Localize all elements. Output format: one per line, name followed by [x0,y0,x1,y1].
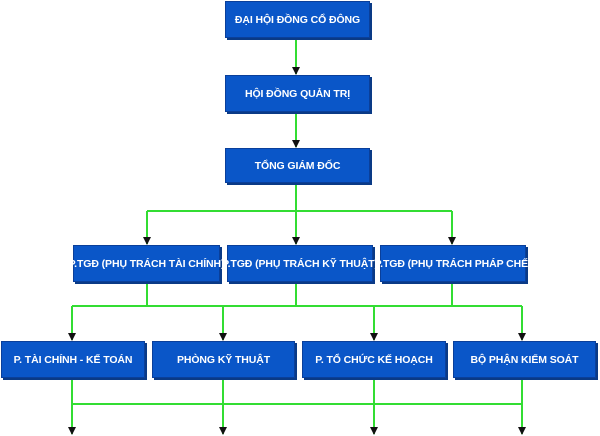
node-board: HỘI ĐỒNG QUẢN TRỊ [225,75,370,112]
node-dept-technical: PHÒNG KỸ THUẬT [152,341,295,378]
node-deputy-technical: P.TGĐ (PHỤ TRÁCH KỸ THUẬT) [222,245,378,282]
node-dept-finance-accounting: P. TÀI CHÍNH - KẾ TOÁN [1,341,145,378]
node-ceo: TỔNG GIÁM ĐỐC [225,148,370,183]
node-shareholders: ĐẠI HỘI ĐỒNG CỔ ĐÔNG [225,1,370,38]
node-dept-control: BỘ PHẬN KIỂM SOÁT [453,341,596,378]
node-dept-planning: P. TỔ CHỨC KẾ HOẠCH [302,341,446,378]
node-deputy-legal: P.TGĐ (PHỤ TRÁCH PHÁP CHẾ) [375,245,532,282]
node-deputy-finance: P.TGĐ (PHỤ TRÁCH TÀI CHÍNH) [69,245,224,282]
